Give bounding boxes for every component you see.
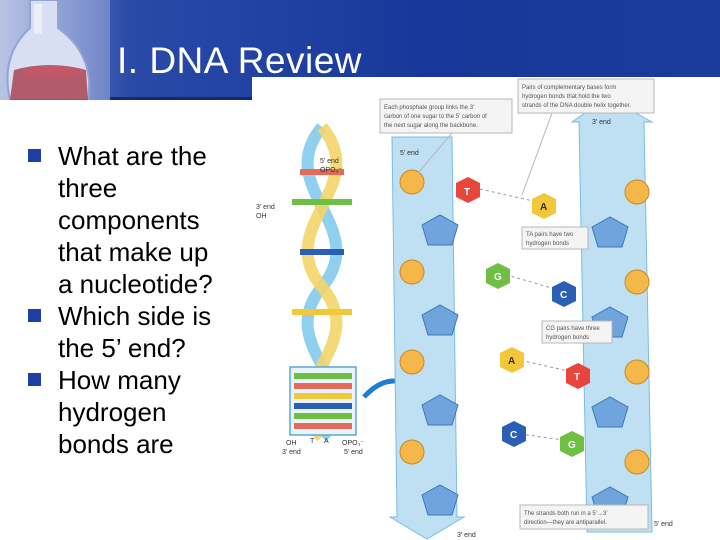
bullet-line: How many [58,365,181,395]
bullet-line: that make up [58,237,209,267]
callout-line: TA pairs have two [526,232,574,238]
base-label: G [568,440,576,451]
bullet-line: What are the [58,141,207,171]
helix-label-oh-bottom: OH [286,440,297,447]
bullet-list: What are the three components that make … [26,140,256,460]
base-label: C [510,430,517,441]
helix-label-3-end: 3’ end [256,204,275,211]
ladder-label-3-end-bottom: 3’ end [457,532,476,539]
callout-line: Pairs of complementary bases form [522,85,616,91]
base-label: G [494,272,502,283]
callout-strands-box [519,504,649,530]
helix-rung-label: A [324,438,329,445]
ladder-label-5-end-top: 5’ end [400,150,419,157]
bullet-marker [28,373,41,386]
helix-label-5-end: 5’ end [320,158,339,165]
base-label: A [540,202,547,213]
double-helix-illustration: T A [289,123,412,445]
bullet-line: a nucleotide? [58,269,213,299]
callout-line: hydrogen bonds [546,335,589,341]
flask-icon [0,0,110,100]
title-bar: I. DNA Review [0,0,720,100]
base-label: T [574,372,580,383]
helix-label-opo3-bottom: OPO₃⁻ [342,440,364,447]
left-strand-arrow [388,136,466,540]
ladder-label-3-end-top: 3’ end [592,119,611,126]
callout-line: the next sugar along the backbone. [384,123,478,129]
slide-title: I. DNA Review [117,40,363,81]
callout-line: hydrogen bonds that hold the two [522,94,611,100]
callout-cg-box [541,320,613,344]
ladder-label-5-end-bottom: 5’ end [654,521,673,528]
bullet-item-nucleotide: What are the three components that make … [26,140,256,300]
callout-line: The strands both run in a 5’→3’ [524,511,608,517]
callout-line: direction—they are antiparallel. [524,520,607,526]
callout-line: hydrogen bonds [526,241,569,247]
bullet-line: bonds are [58,429,174,459]
base-pairs [456,177,590,457]
callout-line: strands of the DNA double helix together… [522,103,631,109]
bullet-item-5-end: Which side is the 5’ end? [26,300,256,364]
bullet-line: hydrogen [58,397,167,427]
base-label: A [508,356,515,367]
bullet-line: the 5’ end? [58,333,186,363]
callout-ta-box [521,226,589,250]
bullet-line: Which side is [58,301,212,331]
dna-structure-figure: T A 5’ end OPO₃⁻ 3’ end OH OH 3’ end OPO… [252,77,720,540]
base-label: C [560,290,567,301]
helix-label-5-end-bottom: 5’ end [344,449,363,456]
helix-label-3-end-bottom: 3’ end [282,449,301,456]
helix-label-oh: OH [256,213,267,220]
helix-label-opo3: OPO₃⁻ [320,167,342,174]
bullet-item-hydrogen-bonds: How many hydrogen bonds are [26,364,256,460]
bullet-marker [28,149,41,162]
callout-base-pairs-box [517,78,655,114]
right-backbone [591,179,650,518]
left-backbone [399,169,459,516]
callout-line: Each phosphate group links the 3’ [384,105,474,111]
base-label: T [464,187,470,198]
bullet-line: three [58,173,118,203]
bullet-line: components [58,205,200,235]
bullet-marker [28,309,41,322]
helix-rung-label: T [310,438,315,445]
callout-line: CG pairs have three [546,326,600,332]
callout-phosphate-box [379,98,513,134]
callout-line: carbon of one sugar to the 5’ carbon of [384,114,487,120]
